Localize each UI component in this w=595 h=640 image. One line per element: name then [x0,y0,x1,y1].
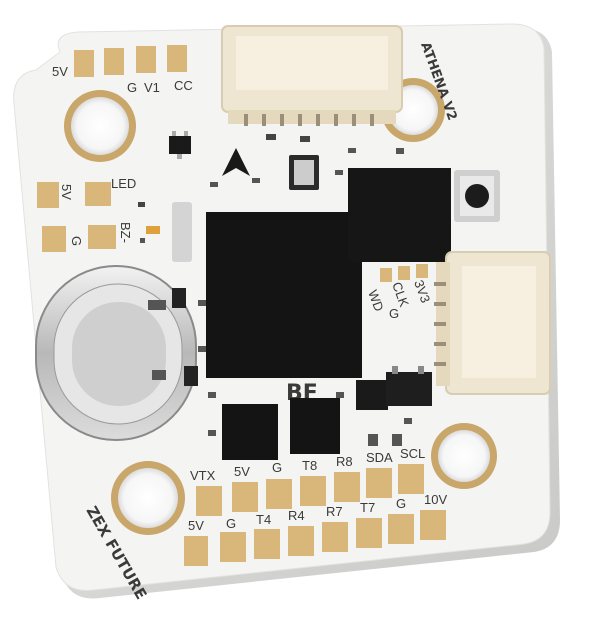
esc-chip-1 [222,404,278,460]
gyro-chip [348,168,451,262]
pad-label-bottom: T4 [256,512,271,527]
bottom-pads-row2 [184,510,446,566]
pad-label-bottom: 10V [424,492,447,507]
pad-label-right: 3V3 [411,278,433,305]
regulator-components [336,366,432,446]
top-jst-connector [221,25,403,126]
mounting-hole-bottom-left [111,461,185,535]
arrow-icon [222,148,250,176]
top-pads [74,45,187,77]
main-mcu-chip [206,212,362,378]
pad-label-top: CC [174,78,193,93]
pad-label-top: 5V [52,64,68,79]
boot-button [454,170,500,222]
pad-label-left: G [69,236,84,246]
pad-label-right: WD [365,288,387,313]
small-components [169,131,404,190]
esc-chip-2 [290,398,340,454]
pad-label-bottom: G [226,516,236,531]
pad-label-bottom: G [396,496,406,511]
pad-label-left: BZ- [118,222,133,243]
bottom-pads-row1 [196,464,424,516]
left-pads [37,182,116,252]
pad-label-bottom: VTX [190,468,216,483]
pad-label-bottom: SDA [366,450,393,465]
pad-label-bottom: R8 [336,454,353,469]
pad-label-top: G [127,80,137,95]
pad-label-bottom: G [272,460,282,475]
pad-label-bottom: 5V [188,518,204,533]
usb-shield-tab [172,202,192,262]
pad-label-bottom: T8 [302,458,317,473]
pad-label-left: LED [111,176,136,191]
pad-label-left: 5V [59,184,74,200]
pad-label-bottom: SCL [400,446,425,461]
pad-label-bottom: 5V [234,464,250,479]
pad-label-top: V1 [144,80,160,95]
pad-label-bottom: R7 [326,504,343,519]
usb-c-port-icon [35,265,197,441]
usb-side-components [172,288,216,436]
mounting-hole-bottom-right [431,423,497,489]
pad-label-bottom: T7 [360,500,375,515]
pad-label-bottom: R4 [288,508,305,523]
led-components [138,202,160,243]
right-jst-connector [434,251,551,395]
pad-label-right: G [389,306,399,321]
right-pads [380,264,428,282]
mounting-hole-top-left [64,90,136,162]
